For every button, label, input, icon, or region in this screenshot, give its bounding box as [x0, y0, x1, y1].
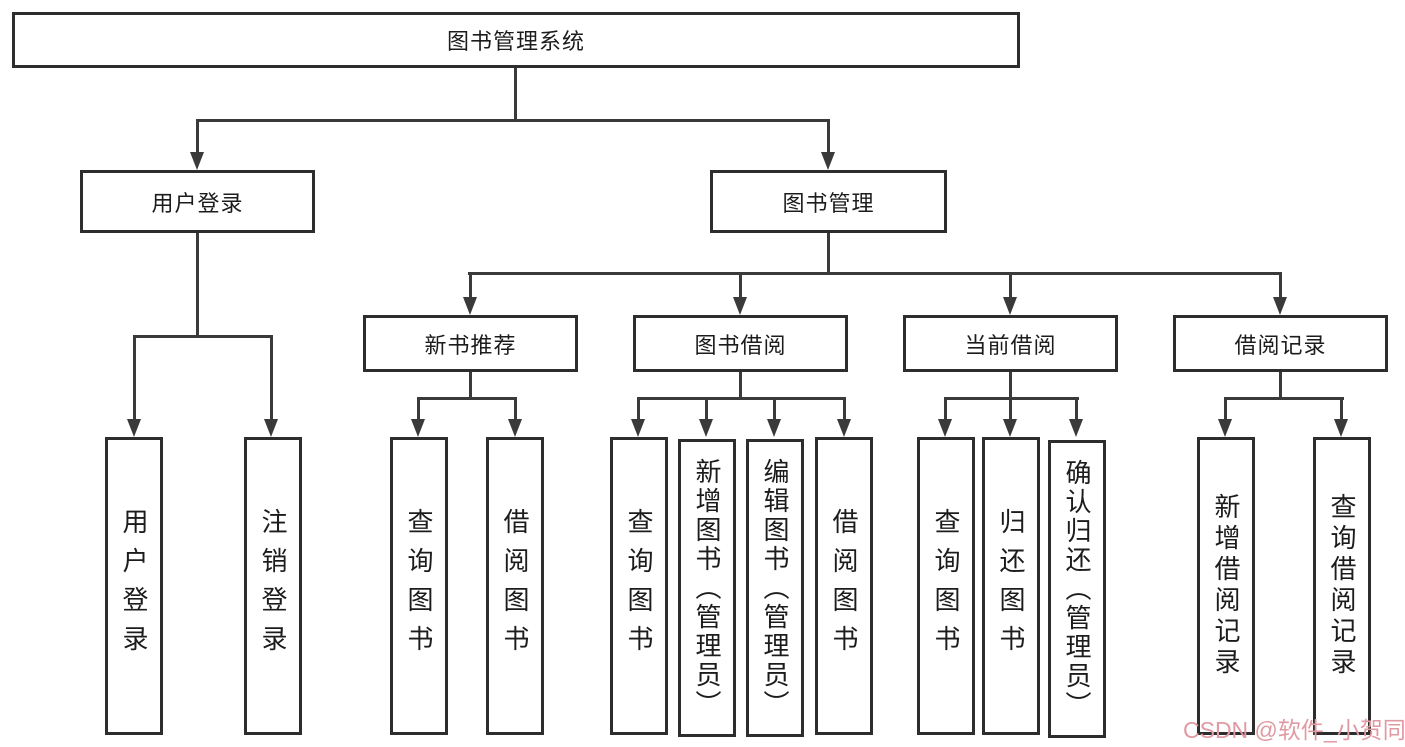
node-root-label: 图书管理系统 — [446, 29, 585, 54]
connector-drop-records — [1279, 272, 1282, 299]
node-book-management: 图书管理 — [710, 170, 947, 233]
connector-drop-newbook-2 — [514, 397, 517, 421]
arrow-down-icon — [837, 419, 851, 437]
leaf-borrow-book-borrow: 借阅图书 — [815, 437, 873, 735]
arrow-down-icon — [1003, 419, 1017, 437]
connector-newbook-stub — [469, 372, 472, 399]
arrow-down-icon — [821, 152, 835, 170]
node-user-login: 用户登录 — [80, 170, 315, 233]
arrow-down-icon — [1003, 297, 1017, 315]
leaf-borrow-book-borrow-label: 借阅图书 — [829, 508, 859, 664]
connector-drop-borrow-3 — [773, 397, 776, 421]
leaf-query-book-current: 查询图书 — [917, 437, 975, 735]
leaf-edit-book-admin: 编辑图书（管理员） — [746, 439, 804, 737]
leaf-user-login: 用户登录 — [105, 437, 163, 735]
arrow-down-icon — [1334, 419, 1348, 437]
arrow-down-icon — [1069, 419, 1083, 437]
connector-drop-current-2 — [1009, 397, 1012, 421]
arrow-down-icon — [733, 297, 747, 315]
connector-drop-logout — [270, 335, 273, 419]
connector-root-bar — [196, 119, 830, 122]
node-current-borrowing: 当前借阅 — [903, 315, 1118, 372]
leaf-add-book-admin: 新增图书（管理员） — [678, 439, 736, 737]
leaf-query-book-borrow-label: 查询图书 — [624, 508, 654, 664]
connector-login-stub — [196, 233, 199, 337]
connector-borrow-stub — [739, 372, 742, 399]
connector-records-bar — [1224, 397, 1344, 400]
connector-drop-newbook — [469, 272, 472, 299]
node-user-login-label: 用户登录 — [151, 190, 244, 216]
connector-drop-current-1 — [944, 397, 947, 421]
leaf-add-book-admin-label: 新增图书（管理员） — [692, 457, 722, 719]
node-book-borrowing-label: 图书借阅 — [694, 332, 787, 358]
arrow-down-icon — [767, 419, 781, 437]
connector-drop-current — [1009, 272, 1012, 299]
connector-drop-records-1 — [1224, 397, 1227, 421]
leaf-logout: 注销登录 — [244, 437, 302, 735]
arrow-down-icon — [938, 419, 952, 437]
node-borrow-records-label: 借阅记录 — [1234, 332, 1327, 358]
connector-drop-borrow-1 — [637, 397, 640, 421]
node-book-borrowing: 图书借阅 — [633, 315, 848, 372]
leaf-add-borrow-record: 新增借阅记录 — [1197, 437, 1255, 735]
arrow-down-icon — [508, 419, 522, 437]
node-borrow-records: 借阅记录 — [1173, 315, 1388, 372]
connector-drop-user-login — [196, 119, 199, 155]
leaf-confirm-return-admin-label: 确认归还（管理员） — [1062, 458, 1092, 720]
leaf-query-borrow-record: 查询借阅记录 — [1313, 437, 1371, 735]
leaf-edit-book-admin-label: 编辑图书（管理员） — [760, 457, 790, 719]
connector-drop-records-2 — [1340, 397, 1343, 421]
arrow-down-icon — [631, 419, 645, 437]
arrow-down-icon — [463, 297, 477, 315]
leaf-return-book-label: 归还图书 — [996, 508, 1026, 664]
connector-drop-book-mgmt — [827, 119, 830, 155]
leaf-logout-label: 注销登录 — [258, 508, 288, 664]
leaf-borrow-book-newbook-label: 借阅图书 — [500, 508, 530, 664]
connector-records-stub — [1279, 372, 1282, 399]
leaf-query-book-newbook: 查询图书 — [390, 437, 448, 735]
connector-drop-borrow — [739, 272, 742, 299]
connector-drop-newbook-1 — [417, 397, 420, 421]
arrow-down-icon — [1273, 297, 1287, 315]
connector-borrow-bar — [637, 397, 846, 400]
connector-drop-borrow-4 — [843, 397, 846, 421]
leaf-user-login-label: 用户登录 — [119, 508, 149, 664]
arrow-down-icon — [190, 152, 204, 170]
node-new-book-recommend: 新书推荐 — [363, 315, 578, 372]
node-new-book-recommend-label: 新书推荐 — [424, 332, 517, 358]
watermark: CSDN @软件_小贺同学 — [1183, 717, 1405, 743]
node-root-system: 图书管理系统 — [12, 12, 1020, 68]
arrow-down-icon — [127, 419, 141, 437]
connector-drop-current-3 — [1075, 397, 1078, 421]
leaf-query-book-current-label: 查询图书 — [931, 508, 961, 664]
leaf-query-borrow-record-label: 查询借阅记录 — [1327, 493, 1357, 679]
arrow-down-icon — [1218, 419, 1232, 437]
connector-newbook-bar — [417, 397, 517, 400]
arrow-down-icon — [264, 419, 278, 437]
leaf-query-book-newbook-label: 查询图书 — [404, 508, 434, 664]
leaf-borrow-book-newbook: 借阅图书 — [486, 437, 544, 735]
connector-current-stub — [1009, 372, 1012, 399]
leaf-return-book: 归还图书 — [982, 437, 1040, 735]
connector-drop-login — [133, 335, 136, 419]
arrow-down-icon — [699, 419, 713, 437]
connector-login-bar — [133, 335, 273, 338]
leaf-confirm-return-admin: 确认归还（管理员） — [1048, 440, 1106, 738]
leaf-add-borrow-record-label: 新增借阅记录 — [1211, 493, 1241, 679]
arrow-down-icon — [411, 419, 425, 437]
connector-root-stub — [514, 68, 517, 121]
connector-mgmt-bar — [468, 272, 1282, 275]
node-current-borrowing-label: 当前借阅 — [964, 332, 1057, 358]
leaf-query-book-borrow: 查询图书 — [610, 437, 668, 735]
connector-drop-borrow-2 — [705, 397, 708, 421]
connector-mgmt-stub — [827, 233, 830, 275]
node-book-management-label: 图书管理 — [782, 190, 875, 216]
